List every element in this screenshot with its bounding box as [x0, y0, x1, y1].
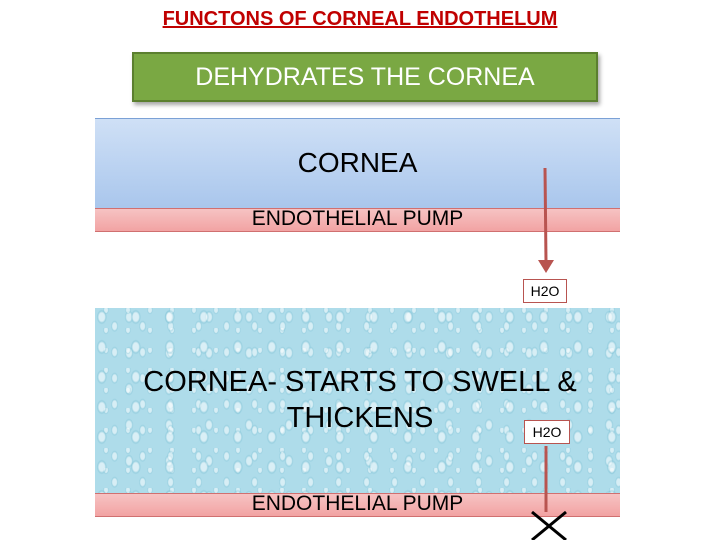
- endothelial-pump-label-top: ENDOTHELIAL PUMP: [251, 207, 464, 230]
- endothelial-pump-label-bottom: ENDOTHELIAL PUMP: [251, 492, 464, 515]
- endothelial-pump-layer-top: ENDOTHELIAL PUMP: [95, 207, 620, 232]
- page-title: FUNCTONS OF CORNEAL ENDOTHELUM: [162, 8, 558, 30]
- swelling-caption: CORNEA- STARTS TO SWELL & THICKENS: [0, 364, 720, 436]
- h2o-label-bottom: H2O: [524, 420, 570, 444]
- water-outflow-arrow-shaft: [543, 167, 548, 263]
- cornea-layer: CORNEA: [95, 118, 620, 209]
- swollen-cornea-layer: [95, 308, 620, 494]
- function-banner: DEHYDRATES THE CORNEA: [132, 52, 598, 102]
- cornea-label: CORNEA: [297, 147, 418, 178]
- block-cross-icon-b: [531, 510, 567, 540]
- swelling-caption-line1: CORNEA- STARTS TO SWELL &: [143, 366, 577, 398]
- h2o-label-top: H2O: [523, 279, 567, 303]
- swelling-caption-line2: THICKENS: [286, 402, 434, 434]
- water-outflow-arrow-head: [538, 260, 554, 273]
